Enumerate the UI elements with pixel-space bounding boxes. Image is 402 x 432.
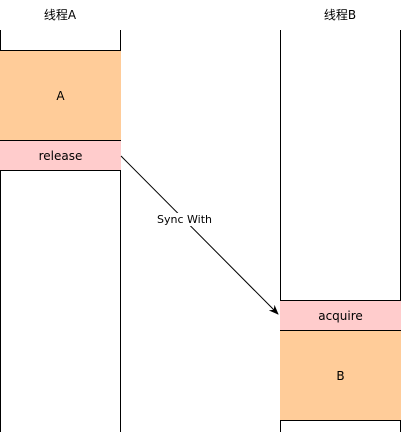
sync-with-label: Sync With <box>156 213 213 226</box>
thread-a-title: 线程A <box>43 8 77 22</box>
thread-b-left-line <box>280 30 281 432</box>
block-b: B <box>280 330 401 421</box>
thread-a-right-line <box>120 30 121 432</box>
block-release: release <box>0 140 121 171</box>
thread-b-title: 线程B <box>323 8 357 22</box>
thread-a-left-line <box>0 30 1 432</box>
thread-b-right-line <box>400 30 401 432</box>
block-a: A <box>0 50 121 141</box>
